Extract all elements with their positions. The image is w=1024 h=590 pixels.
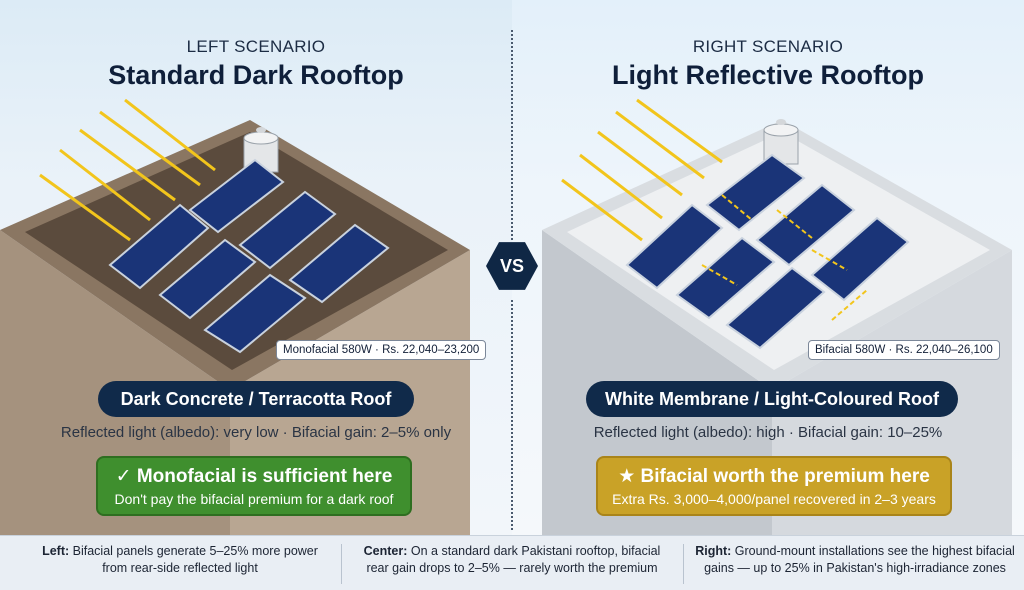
reflected-arrow <box>721 194 753 221</box>
footer-center-text: On a standard dark Pakistani rooftop, bi… <box>366 544 661 575</box>
sunray-arrow <box>636 98 723 164</box>
solar-panel <box>188 158 285 234</box>
right-scenario-label: RIGHT SCENARIO <box>692 37 844 56</box>
footer-right-text: Ground-mount installations see the highe… <box>704 544 1015 575</box>
solar-panel <box>203 273 307 354</box>
left-verdict-heading: ✓ Monofacial is sufficient here <box>115 466 393 487</box>
right-scenario-title: Light Reflective Rooftop <box>612 60 924 90</box>
footer-left-key: Left: <box>42 544 70 558</box>
reflected-arrow <box>701 264 738 286</box>
solar-panel <box>725 266 826 350</box>
reflected-light-arrows <box>701 194 868 321</box>
sunray-arrow <box>561 178 643 242</box>
sunray-arrows <box>561 98 723 242</box>
left-price-tag: Monofacial 580W · Rs. 22,040–23,200 <box>276 340 487 360</box>
footer-right-key: Right: <box>695 544 732 558</box>
right-albedo-text: Reflected light (albedo): high · Bifacia… <box>593 424 943 441</box>
left-albedo-text: Reflected light (albedo): very low · Bif… <box>60 424 452 441</box>
footer-center-key: Center: <box>363 544 408 558</box>
solar-panel-array <box>625 153 910 350</box>
solar-panel <box>158 238 257 320</box>
sunray-arrow <box>579 153 663 220</box>
solar-panel <box>755 183 856 267</box>
footer-separator <box>341 544 342 584</box>
right-verdict-badge: ★ Bifacial worth the premium here Extra … <box>596 456 952 516</box>
left-scenario-label: LEFT SCENARIO <box>186 37 326 56</box>
footer-notes: Left: Bifacial panels generate 5–25% mor… <box>0 535 1024 590</box>
solar-panel <box>238 190 337 270</box>
sunray-arrow <box>99 110 201 187</box>
sunray-arrow <box>615 110 705 180</box>
left-verdict-subtext: Don't pay the bifacial premium for a dar… <box>114 491 394 507</box>
solar-panel <box>625 203 724 290</box>
solar-panel <box>288 223 390 304</box>
sunray-arrow <box>124 98 216 172</box>
sunray-arrow <box>597 130 683 197</box>
footer-separator <box>683 544 684 584</box>
solar-panel <box>810 216 910 302</box>
left-scenario-panel: LEFT SCENARIO Standard Dark Rooftop Mono… <box>0 0 512 535</box>
footer-left-text: Bifacial panels generate 5–25% more powe… <box>69 544 318 575</box>
right-verdict-subtext: Extra Rs. 3,000–4,000/panel recovered in… <box>612 491 936 507</box>
left-verdict-badge: ✓ Monofacial is sufficient here Don't pa… <box>96 456 412 516</box>
sunray-arrow <box>59 148 151 222</box>
footer-center-note: Center: On a standard dark Pakistani roo… <box>352 543 672 585</box>
sunray-arrows <box>39 98 216 242</box>
right-roof-type-pill: White Membrane / Light-Coloured Roof <box>586 381 958 417</box>
sunray-arrow <box>79 128 176 202</box>
footer-right-note: Right: Ground-mount installations see th… <box>692 543 1018 585</box>
footer-left-note: Left: Bifacial panels generate 5–25% mor… <box>30 543 330 585</box>
right-scenario-panel: RIGHT SCENARIO Light Reflective Rooftop … <box>512 0 1024 535</box>
sunray-arrow <box>39 173 131 242</box>
right-verdict-heading: ★ Bifacial worth the premium here <box>618 466 930 487</box>
solar-panel <box>705 153 806 232</box>
center-divider-bottom <box>511 300 513 530</box>
right-price-tag: Bifacial 580W · Rs. 22,040–26,100 <box>808 340 1000 360</box>
solar-panel-array <box>108 158 390 354</box>
solar-panel <box>108 203 210 290</box>
water-tank-icon <box>763 119 799 165</box>
left-roof-type-pill: Dark Concrete / Terracotta Roof <box>98 381 414 417</box>
center-divider-top <box>511 30 513 240</box>
left-scenario-title: Standard Dark Rooftop <box>108 60 404 90</box>
reflected-arrow <box>811 249 848 271</box>
